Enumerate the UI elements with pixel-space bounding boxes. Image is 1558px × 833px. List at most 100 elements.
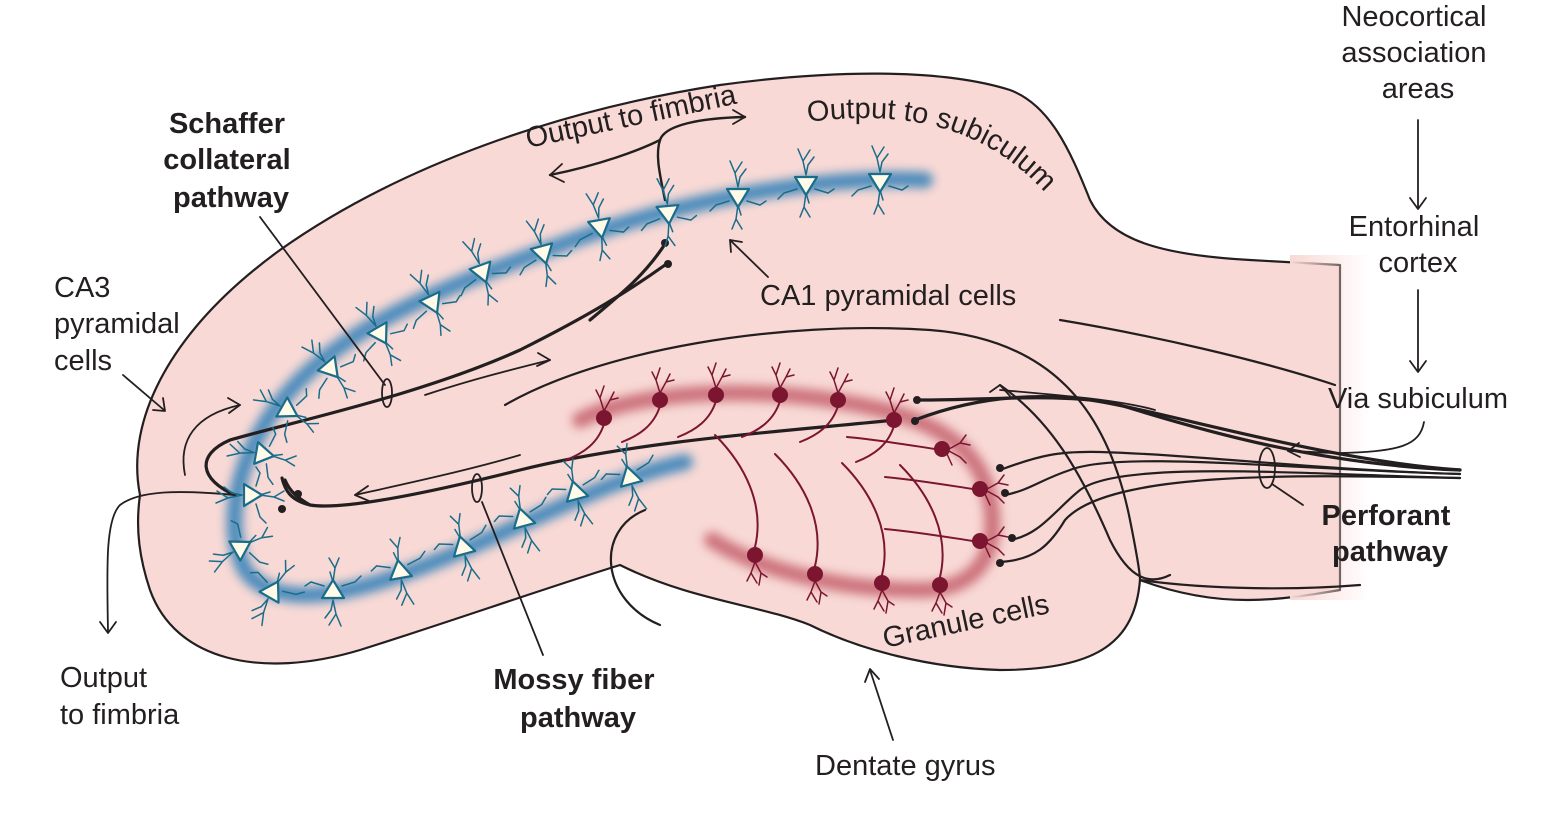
arrowhead [152,397,166,412]
granule-cell [741,362,795,438]
arrowhead [354,485,370,502]
granule-cell [774,453,828,605]
label-ca3: CA3 pyramidal cells [54,272,188,377]
label-entorhinal: Entorhinal cortex [1349,211,1488,279]
hippocampus-outline [136,72,1342,672]
granule-cell [899,464,953,616]
lower-inner-line [1138,578,1362,590]
perforant-terminal [996,464,1004,472]
perforant-cross-section [1258,447,1276,489]
perforant-pathway-fibers [911,395,1462,567]
pyramidal-cell [600,442,654,512]
label-line: Schaffer [169,108,285,140]
arrowhead [1287,442,1301,458]
label-line: Output [60,662,147,694]
pyramidal-cell [208,520,274,573]
tissue-fade [1290,255,1370,600]
pyramidal-cell [409,269,461,337]
granule-cell [714,434,768,586]
label-line: CA3 [54,272,110,304]
perforant-terminal [913,396,921,404]
arrowhead [99,621,117,634]
flow-arrow-ca3 [182,404,241,476]
leader-lines [122,119,1427,741]
label-output-fimbria-bottom: Output to fimbria [60,662,180,731]
label-line: to fimbria [60,699,180,731]
label-line: Perforant [1322,500,1451,532]
label-dentate: Dentate gyrus [815,750,996,782]
label-line: Mossy fiber [493,664,654,696]
hippocampus-tissue [136,72,1370,672]
mossy-fiber-cross-section [471,473,483,503]
dentate-hilus-line [503,327,1142,582]
arrowhead [549,163,565,183]
pyramidal-cell [370,536,426,606]
label-ca1: CA1 pyramidal cells [760,280,1016,312]
granule-cell [884,474,1009,506]
pyramidal-cell [215,466,285,524]
via-subiculum-arrow [1287,421,1425,454]
granule-cells [565,362,1009,616]
mossy-terminal [278,505,286,513]
label-line: cortex [1379,247,1458,279]
dentate-pointer [869,669,894,741]
pyramidal-cells [208,145,909,627]
label-mossy: Mossy fiber pathway [493,664,662,734]
label-line: Neocortical [1341,1,1486,33]
perforant-terminal [911,417,919,425]
arrowhead [729,239,743,253]
pyramidal-cell [574,192,630,262]
schaffer-terminal [664,260,672,268]
perforant-terminal [1001,489,1009,497]
label-line: association [1341,37,1486,69]
label-line: pyramidal [54,308,180,340]
fibers [99,109,1462,634]
arrowhead [1409,197,1427,210]
granule-cell [621,367,675,443]
flow-arrow-schaffer [424,359,551,396]
pyramidal-cell [519,218,573,288]
pyramidal-cell [250,559,305,627]
schaffer-branch [588,242,667,322]
perforant-terminal [996,559,1004,567]
ca1-output-left [548,138,662,177]
schaffer-fiber-cross-section [381,378,393,408]
label-perforant: Perforant pathway [1322,500,1459,568]
pyramidal-cell [851,145,909,215]
label-line: pathway [173,182,289,214]
pyramidal-cell [304,557,362,627]
schaffer-collateral-fiber [204,263,667,497]
label-line: pathway [520,702,636,734]
ca-pyramidal-layer [226,171,933,603]
label-line: areas [1382,73,1455,105]
arrowhead [227,397,241,414]
granule-cell [855,387,909,463]
label-line: pathway [1332,536,1448,568]
granule-cell [799,367,853,443]
pyramidal-cell [709,160,767,230]
mossy-terminal [294,490,302,498]
label-neocortical: Neocortical association areas [1341,1,1494,105]
pyramidal-cell [777,148,835,218]
perforant-leader [1271,483,1304,506]
arrowhead [864,668,880,683]
granule-cell [884,526,1009,558]
arrowhead [536,352,551,367]
subiculum-flow-line [989,384,1011,397]
pyramidal-cell [460,237,512,306]
mossy-leader [481,501,544,656]
label-via-subiculum: Via subiculum [1328,383,1508,415]
label-schaffer: Schaffer collateral pathway [163,108,298,214]
ca1-pointer [729,239,769,278]
label-line: cells [54,345,112,377]
pyramidal-cell [546,457,600,527]
granule-cell [846,434,971,466]
arrowhead [1409,360,1427,373]
ca-layer-glow [226,171,933,603]
granule-cell [841,462,895,614]
pyramidal-cell [301,339,357,400]
ca3-pointer [122,374,165,411]
pyramidal-cell [640,178,698,248]
internal-outlines [503,318,1362,627]
ca1-output-right [658,115,747,142]
